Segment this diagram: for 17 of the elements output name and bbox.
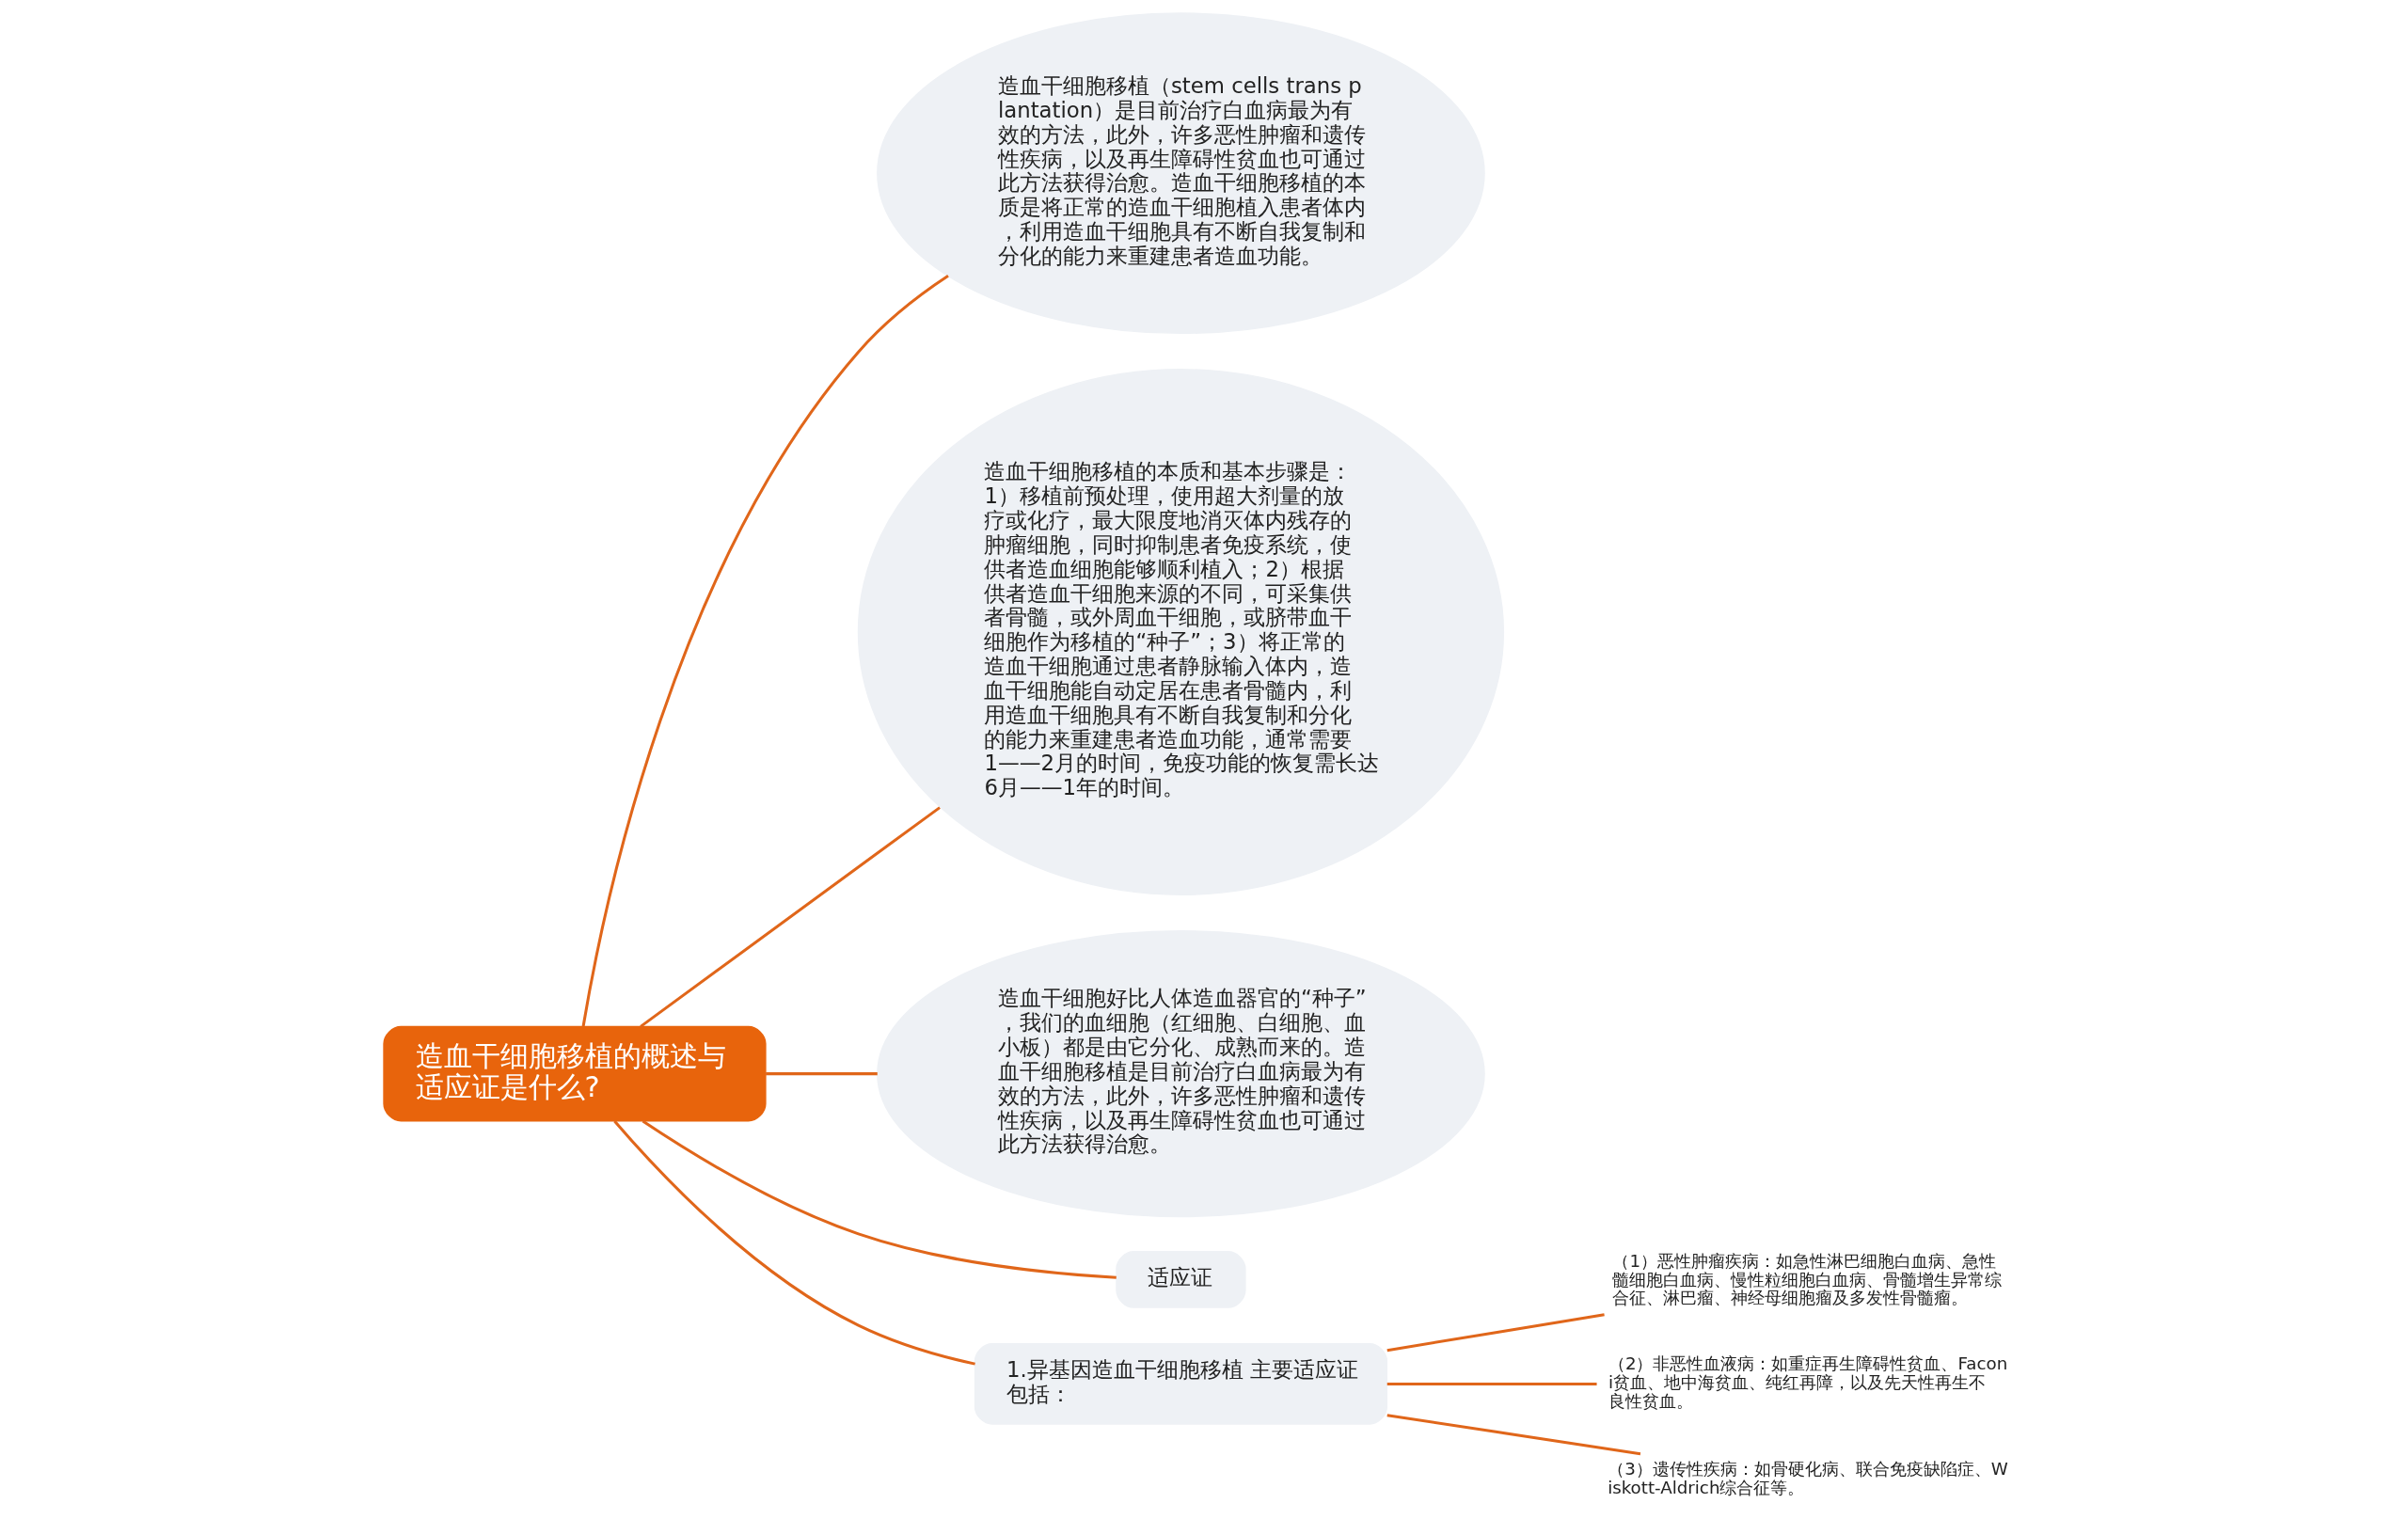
connector xyxy=(581,275,949,1027)
node-box: 适应证 xyxy=(1115,1251,1246,1308)
connector xyxy=(1386,1313,1605,1353)
node-text: （1）恶性肿瘤疾病：如急性淋巴细胞白血病、急性髓细胞白血病、慢性粒细胞白血病、骨髓增生异常综合征、淋巴瘤、神经母细胞瘤及多发性骨髓瘤。 xyxy=(1611,1250,2002,1308)
node-ellipse: 造血干细胞移植的本质和基本步骤是：1）移植前预处理，使用超大剂量的放疗或化疗，最大限度地消灭体内残存的肿瘤细胞，同时抑制患者免疫系统，使供者造血细胞能够顺利植入；2）根据供者造血干细胞来源的不同，可采集供者骨髓，或外周血干细胞，或脐带血干细胞作为移植的“种子”；3）将正常的造血干细胞通过患者静脉输入体内，造血干细胞能自动定居在患者骨髓内，利用造血干细胞具有不断自我复制和分化的能力来重建患者造血功能，通常需要1——2月的时间，免疫功能的恢复需长达6月——1年的时间。 xyxy=(857,369,1504,895)
node-ellipse: 造血干细胞移植（stem cells trans plantation）是目前治疗白血病最为有效的方法，此外，许多恶性肿瘤和遗传性疾病，以及再生障碍性贫血也可通过此方法获得治愈。造血干细胞移植的本质是将正常的造血干细胞植入患者体内，利用造血干细胞具有不断自我复制和分化的能力来重建患者造血功能。 xyxy=(876,12,1485,335)
connector xyxy=(1386,1414,1640,1456)
node-text: （2）非恶性血液病：如重症再生障碍性贫血、Faconi贫血、地中海贫血、纯红再障，以及先天性再生不良性贫血。 xyxy=(1608,1353,2007,1411)
connector xyxy=(612,1120,975,1366)
node-ellipse: 造血干细胞好比人体造血器官的“种子”，我们的血细胞（红细胞、白细胞、血小板）都是由它分化、成熟而来的。造血干细胞移植是目前治疗白血病最为有效的方法，此外，许多恶性肿瘤和遗传性疾病，以及再生障碍性贫血也可通过此方法获得治愈。 xyxy=(876,930,1485,1218)
connector xyxy=(1386,1382,1597,1385)
node-box: 1.异基因造血干细胞移植 主要适应证包括： xyxy=(974,1343,1387,1425)
connector xyxy=(765,1072,878,1076)
node-text: （3）遗传性疾病：如骨硬化病、联合免疫缺陷症、Wiskott-Aldrich综合征等。 xyxy=(1607,1459,2008,1497)
connector xyxy=(639,806,941,1028)
connector xyxy=(642,1119,1117,1279)
node-box: 造血干细胞移植的概述与适应证是什么? xyxy=(382,1025,767,1122)
